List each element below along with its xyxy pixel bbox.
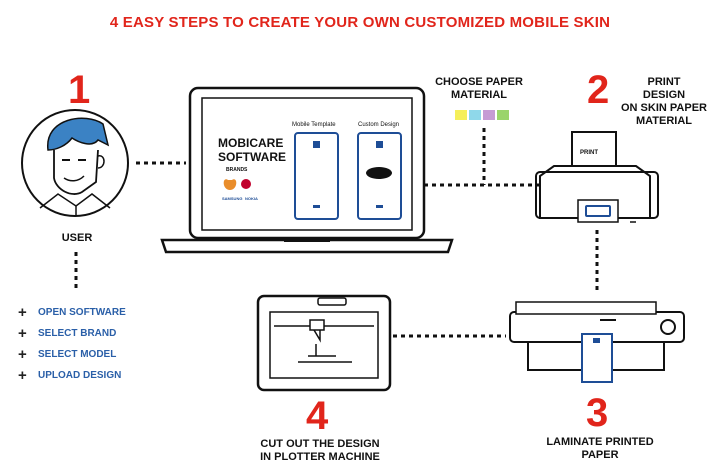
list-item: + UPLOAD DESIGN	[18, 365, 178, 386]
bat-logo-icon	[366, 167, 392, 179]
connector-lines	[74, 128, 599, 338]
user-action-list: + OPEN SOFTWARE + SELECT BRAND + SELECT …	[18, 302, 178, 386]
paper-swatch	[455, 110, 467, 120]
list-item: + SELECT MODEL	[18, 344, 178, 365]
action-upload-design: UPLOAD DESIGN	[38, 370, 122, 381]
action-open-software: OPEN SOFTWARE	[38, 307, 126, 318]
paper-swatches	[455, 110, 509, 120]
step-number-1: 1	[68, 68, 91, 112]
user-avatar-icon	[21, 109, 129, 217]
lg-logo-icon	[241, 179, 251, 189]
printer-sheet-label: PRINT	[580, 150, 598, 156]
laptop-icon	[160, 86, 454, 254]
plotter-machine-icon	[256, 294, 392, 392]
paper-material-label: CHOOSE PAPER MATERIAL	[435, 76, 523, 101]
paper-swatch	[497, 110, 509, 120]
step-number-3: 3	[586, 391, 609, 435]
brand-nokia: NOKIA	[245, 196, 258, 201]
action-select-brand: SELECT BRAND	[38, 328, 117, 339]
step-2-caption: PRINT DESIGN ON SKIN PAPER MATERIAL	[621, 76, 707, 127]
laminator-icon	[509, 301, 685, 383]
step-number-2: 2	[587, 68, 610, 112]
printer-icon	[535, 131, 659, 223]
action-select-model: SELECT MODEL	[38, 349, 117, 360]
step-4-caption: CUT OUT THE DESIGN IN PLOTTER MACHINE	[260, 438, 380, 463]
list-item: + OPEN SOFTWARE	[18, 302, 178, 323]
brand-samsung: SAMSUNG	[222, 196, 243, 201]
plus-icon: +	[18, 325, 27, 342]
software-name: MOBICARE SOFTWARE	[218, 136, 286, 164]
step-3-caption: LAMINATE PRINTED PAPER	[546, 436, 654, 461]
brands-label: BRANDS	[226, 167, 248, 173]
plus-icon: +	[18, 346, 27, 363]
list-item: + SELECT BRAND	[18, 323, 178, 344]
step-number-4: 4	[306, 394, 329, 438]
paper-swatch	[483, 110, 495, 120]
custom-design-label: Custom Design	[358, 122, 400, 128]
apple-logo-icon	[223, 179, 237, 190]
page-title: 4 EASY STEPS TO CREATE YOUR OWN CUSTOMIZ…	[109, 14, 611, 31]
plus-icon: +	[18, 367, 27, 384]
mobile-template-label: Mobile Template	[292, 122, 336, 128]
paper-swatch	[469, 110, 481, 120]
plus-icon: +	[18, 304, 27, 321]
user-caption: USER	[61, 232, 93, 244]
